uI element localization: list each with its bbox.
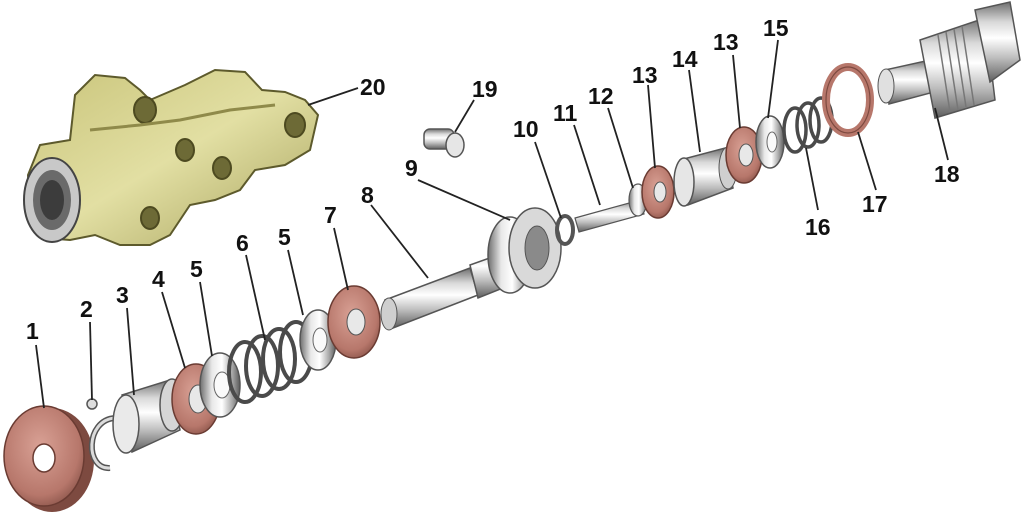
- label-part-17: 17: [862, 191, 888, 217]
- label-part-7: 7: [324, 202, 337, 228]
- label-part-15: 15: [763, 15, 789, 41]
- washer-part-5b: [299, 309, 337, 371]
- label-part-11: 11: [553, 100, 578, 126]
- label-part-13-left: 13: [632, 62, 658, 88]
- washer-part-15: [755, 115, 785, 169]
- label-part-13-right: 13: [713, 29, 739, 55]
- valve-body-part-20: [23, 68, 320, 246]
- label-part-1: 1: [26, 318, 39, 344]
- washer-part-5a: [199, 352, 241, 418]
- seal-part-7: [327, 285, 381, 359]
- label-part-9: 9: [405, 155, 418, 181]
- label-part-10: 10: [513, 116, 539, 142]
- label-part-3: 3: [116, 282, 129, 308]
- label-part-20: 20: [360, 74, 386, 100]
- label-part-18: 18: [934, 161, 960, 187]
- gasket-part-17: [822, 63, 874, 137]
- label-part-5-right: 5: [278, 224, 291, 250]
- label-part-19: 19: [472, 76, 498, 102]
- sleeve-part-14: [673, 146, 738, 207]
- ring-part-10: [555, 214, 575, 246]
- label-part-12: 12: [588, 83, 614, 109]
- snap-ring-part-2: [86, 398, 116, 471]
- plug-part-18: [877, 1, 1021, 119]
- label-part-6: 6: [236, 230, 249, 256]
- label-part-14: 14: [672, 46, 698, 72]
- stem-part-11: [574, 199, 645, 233]
- label-part-4: 4: [152, 266, 165, 292]
- label-part-2: 2: [80, 296, 93, 322]
- seal-part-13a: [641, 165, 675, 219]
- seal-part-1: [3, 405, 94, 512]
- leader-lines: [35, 39, 949, 409]
- flange-part-9: [487, 207, 562, 294]
- label-part-16: 16: [805, 214, 831, 240]
- label-part-8: 8: [361, 182, 374, 208]
- label-part-5-left: 5: [190, 256, 203, 282]
- plug-part-19: [423, 128, 465, 158]
- spring-part-6: [227, 320, 314, 404]
